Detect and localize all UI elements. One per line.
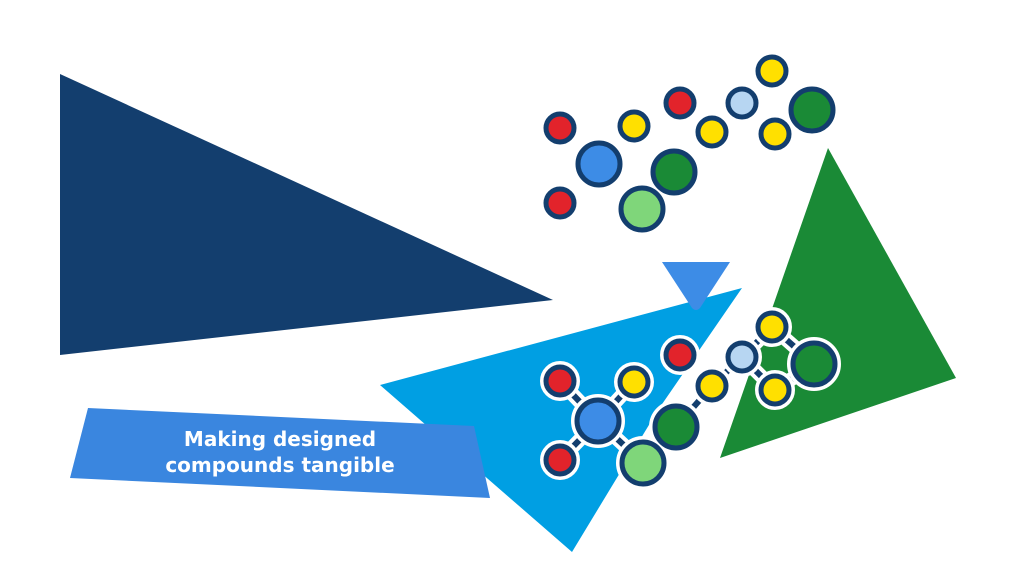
atom-red <box>543 443 577 477</box>
atom-red <box>543 186 577 220</box>
atom-red <box>663 338 697 372</box>
funnel-shape <box>662 262 730 310</box>
blue-wedge <box>380 288 742 552</box>
green-triangle <box>720 148 956 458</box>
atom-dark-green <box>652 403 700 451</box>
atom-yellow <box>758 117 792 151</box>
banner-shape <box>70 408 490 498</box>
atom-light-green <box>619 439 667 487</box>
banner-caption: Making designed compounds tangible <box>120 426 440 478</box>
atom-yellow <box>617 365 651 399</box>
connected-molecule <box>540 307 841 490</box>
atom-red <box>543 364 577 398</box>
banner-line-1: Making designed <box>183 427 377 451</box>
atom-yellow <box>617 109 651 143</box>
atom-yellow <box>755 54 789 88</box>
atom-dark-green <box>650 148 698 196</box>
atom-dark-green <box>790 340 838 388</box>
atom-light-blue <box>725 86 759 120</box>
atom-light-green <box>618 185 666 233</box>
atom-blue <box>574 397 622 445</box>
atom-yellow <box>695 115 729 149</box>
scattered-atoms <box>543 54 836 233</box>
atom-dark-green <box>788 86 836 134</box>
atom-light-blue <box>725 340 759 374</box>
atom-red <box>663 86 697 120</box>
banner-line-2: compounds tangible <box>165 453 395 477</box>
atom-blue <box>575 140 623 188</box>
atom-red <box>543 111 577 145</box>
navy-wedge <box>60 74 553 355</box>
atom-yellow <box>755 310 789 344</box>
atom-yellow <box>758 373 792 407</box>
atom-yellow <box>695 369 729 403</box>
